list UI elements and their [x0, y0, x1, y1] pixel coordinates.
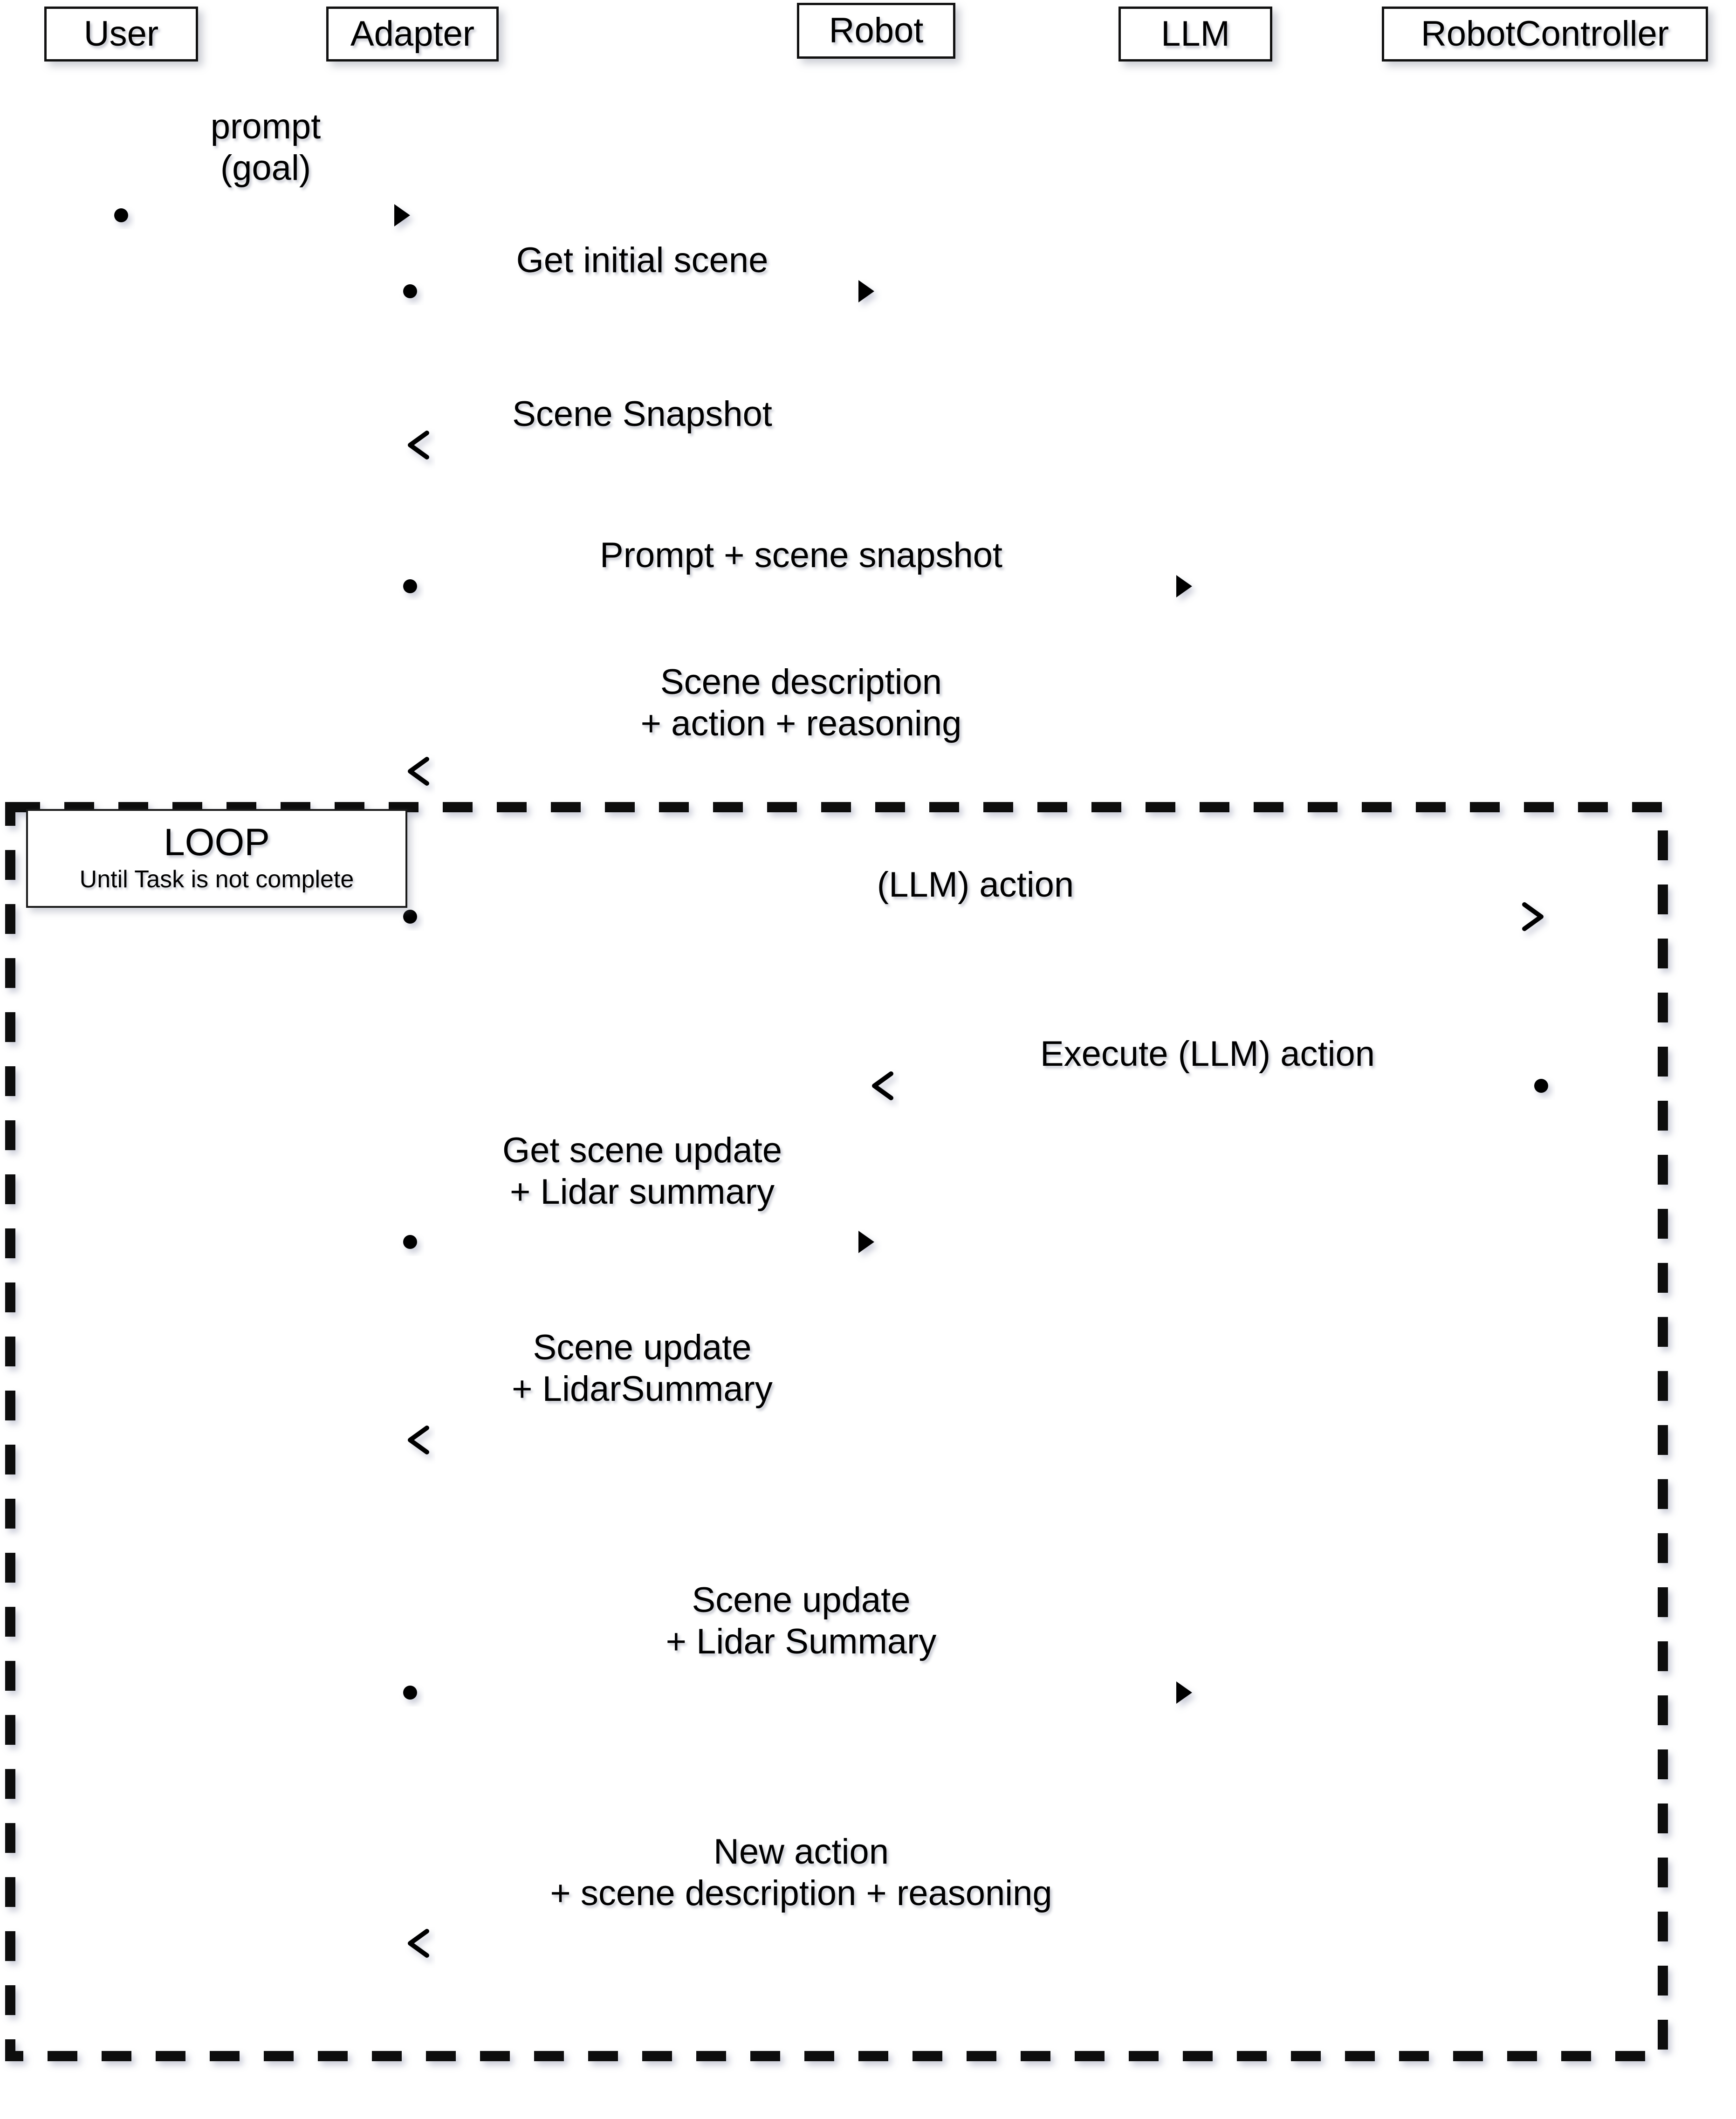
participant-label-robotcontroller: RobotController [1420, 14, 1669, 54]
message-arrow-m5 [408, 757, 1192, 786]
message-origin-dot-m7 [1534, 1079, 1548, 1093]
lifelines-group [119, 59, 1544, 2106]
participant-box-robotcontroller[interactable]: RobotController [1382, 7, 1708, 62]
message-origin-dot-m4 [403, 579, 417, 593]
arrowhead-filled-m1 [394, 204, 410, 226]
loop-fragment-tag: LOOP Until Task is not complete [26, 809, 407, 908]
participant-label-robot: Robot [829, 11, 924, 50]
arrowhead-open-m6 [1522, 902, 1544, 931]
message-arrow-m10 [403, 1681, 1192, 1704]
participant-label-user: User [83, 14, 159, 54]
arrowhead-open-m9 [408, 1426, 429, 1454]
participant-box-robot[interactable]: Robot [797, 3, 955, 59]
arrowhead-filled-m8 [858, 1231, 874, 1253]
message-origin-dot-m6 [403, 910, 417, 924]
message-arrow-m11 [408, 1929, 1192, 1958]
loop-fragment-frame [5, 802, 1668, 2061]
message-origin-dot-m2 [403, 284, 417, 298]
arrowhead-filled-m2 [858, 280, 874, 302]
arrowhead-open-m5 [408, 757, 429, 786]
participant-label-adapter: Adapter [350, 14, 475, 54]
message-origin-dot-m8 [403, 1235, 417, 1249]
loop-frame-group [5, 802, 1668, 2061]
message-arrow-m8 [403, 1231, 874, 1253]
loop-fragment-title: LOOP [164, 821, 270, 864]
participant-box-adapter[interactable]: Adapter [326, 7, 499, 62]
loop-fragment-condition: Until Task is not complete [79, 865, 354, 893]
message-arrow-m2 [403, 280, 874, 302]
participant-box-llm[interactable]: LLM [1118, 7, 1272, 62]
arrowhead-open-m7 [872, 1071, 893, 1100]
participant-box-user[interactable]: User [44, 7, 198, 62]
message-origin-dot-m1 [114, 208, 128, 222]
messages-group [114, 204, 1548, 1958]
arrowhead-filled-m10 [1176, 1681, 1192, 1704]
message-arrow-m9 [408, 1426, 874, 1454]
arrowhead-open-m3 [408, 431, 429, 459]
arrowhead-open-m11 [408, 1929, 429, 1958]
message-arrow-m4 [403, 575, 1192, 597]
message-arrow-m6 [403, 902, 1544, 931]
message-arrow-m1 [114, 204, 410, 226]
message-origin-dot-m10 [403, 1686, 417, 1700]
participant-label-llm: LLM [1161, 14, 1230, 54]
message-arrow-m7 [872, 1071, 1548, 1100]
arrowhead-filled-m4 [1176, 575, 1192, 597]
message-arrow-m3 [408, 431, 874, 459]
